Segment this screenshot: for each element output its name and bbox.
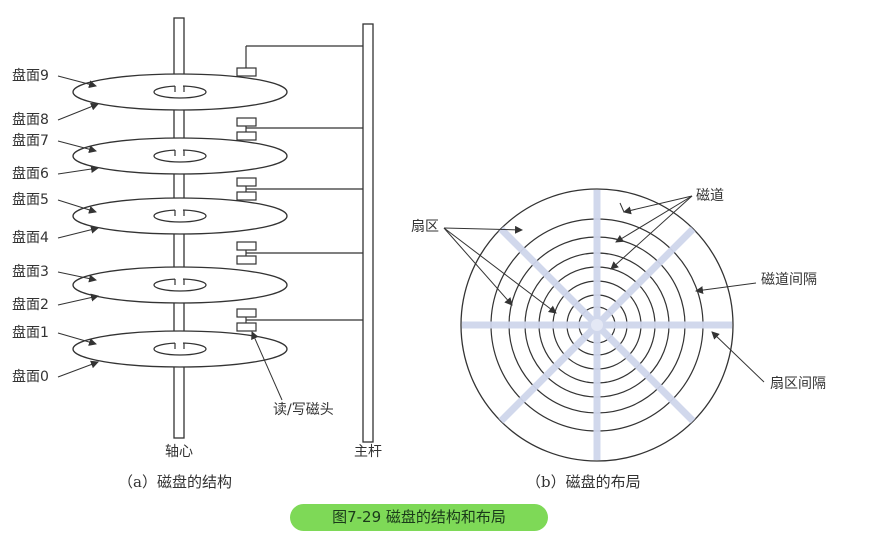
platter-label-0: 盘面0 xyxy=(12,368,49,385)
read-write-head-label: 读/写磁头 xyxy=(273,401,334,418)
platter-label-4: 盘面4 xyxy=(12,229,49,246)
platter-label-8: 盘面8 xyxy=(12,111,49,128)
track-label: 磁道 xyxy=(696,188,724,204)
disk-layout-diagram: 磁道 扇区 磁道间隔 扇区间隔 （b）磁盘的布局 xyxy=(411,188,826,491)
sector-label: 扇区 xyxy=(411,219,439,235)
spindle-label: 轴心 xyxy=(165,444,193,460)
track-gap-label: 磁道间隔 xyxy=(761,272,817,288)
figure-caption-text: 图7-29 磁盘的结构和布局 xyxy=(332,508,506,526)
platter xyxy=(72,330,288,368)
sector-gap-label: 扇区间隔 xyxy=(770,376,826,392)
platter-label-1: 盘面1 xyxy=(12,324,49,341)
read-write-head xyxy=(236,177,363,201)
track-pointers xyxy=(443,195,765,383)
platter xyxy=(72,266,288,304)
platter xyxy=(72,197,288,235)
platter xyxy=(72,73,288,111)
subcaption-b: （b）磁盘的布局 xyxy=(526,473,641,491)
figure-caption: 图7-29 磁盘的结构和布局 xyxy=(290,504,548,531)
main-arm-label: 主杆 xyxy=(354,444,382,460)
platter-label-7: 盘面7 xyxy=(12,132,49,149)
platter-label-3: 盘面3 xyxy=(12,263,49,280)
read-write-head xyxy=(236,117,363,141)
platter xyxy=(72,137,288,175)
subcaption-a: （a）磁盘的结构 xyxy=(118,473,232,491)
platter-label-6: 盘面6 xyxy=(12,165,49,182)
read-write-head xyxy=(236,308,363,332)
main-arm-rod xyxy=(362,23,374,443)
read-write-head xyxy=(236,67,257,77)
platter-label-2: 盘面2 xyxy=(12,296,49,313)
disk-structure-diagram: 盘面9 盘面8 盘面7 盘面6 盘面5 盘面4 盘面3 盘面2 盘面1 盘面0 … xyxy=(12,17,382,491)
platter-label-5: 盘面5 xyxy=(12,191,49,208)
platter-label-9: 盘面9 xyxy=(12,67,49,84)
platter-label-leaders xyxy=(57,75,283,401)
read-write-head xyxy=(236,241,363,265)
